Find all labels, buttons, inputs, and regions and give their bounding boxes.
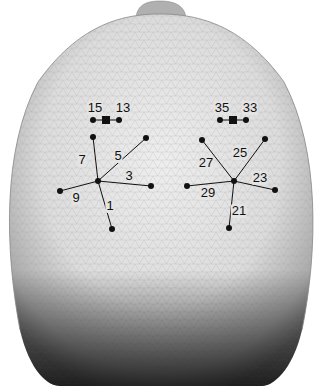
electrode-lines <box>60 120 275 229</box>
electrode-dots <box>57 116 278 232</box>
callout-number: 5 <box>113 149 122 163</box>
callout-number: 9 <box>71 191 80 205</box>
callout-number: 33 <box>242 101 258 115</box>
callout-number: 23 <box>252 171 268 185</box>
callout-number: 27 <box>198 156 214 170</box>
callout-number: 21 <box>231 204 247 218</box>
callout-number: 29 <box>200 186 216 200</box>
callout-number: 15 <box>87 101 103 115</box>
callout-number: 7 <box>77 153 86 167</box>
callout-number: 25 <box>232 146 248 160</box>
callout-number: 13 <box>115 101 131 115</box>
callout-number: 1 <box>105 199 114 213</box>
callout-number: 35 <box>214 101 230 115</box>
callout-number: 3 <box>124 169 133 183</box>
